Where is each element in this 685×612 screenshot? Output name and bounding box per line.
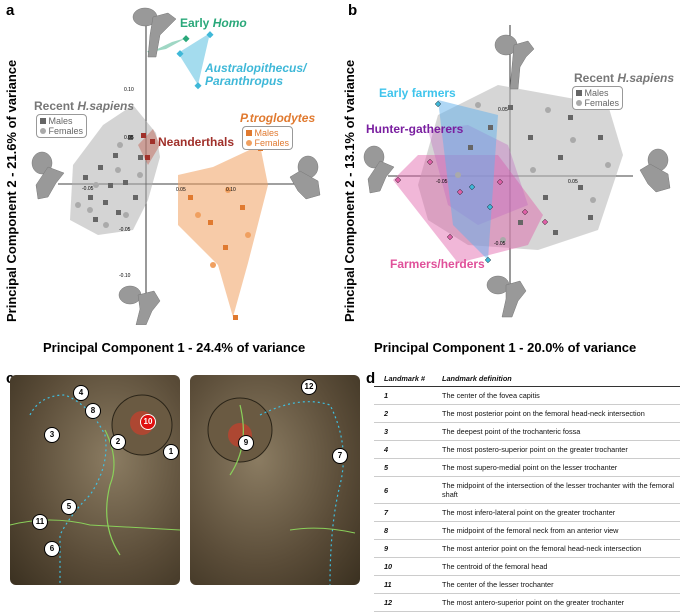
svg-text:0.05: 0.05	[124, 135, 134, 141]
landmark-definition: The most anterior point on the femoral h…	[442, 544, 642, 553]
femur-icon-right-b	[639, 148, 671, 193]
table-row: 8 The midpoint of the femoral neck from a…	[374, 522, 680, 540]
a-tick-x-neg: -0.05	[82, 186, 94, 192]
svg-text:-0.05: -0.05	[494, 241, 506, 247]
panel-b-xlabel: Principal Component 1 - 20.0% of varianc…	[374, 340, 637, 355]
table-row: 6 The midpoint of the intersection of the…	[374, 477, 680, 504]
landmark-marker-8: 8	[85, 403, 101, 419]
panel-a-plot: -0.05 0.05 0.10 0.10 0.05 -0.05 -0.10	[31, 7, 321, 325]
label-ptroglodytes: P.troglodytes	[240, 111, 316, 125]
landmark-definition: The most postero-superior point on the g…	[442, 445, 628, 454]
panel-a-xlabel: Principal Component 1 - 24.4% of varianc…	[43, 340, 306, 355]
label-early-homo: Early Homo	[180, 16, 247, 30]
bone-left-view	[10, 375, 180, 585]
table-row: 12 The most antero-superior point on the …	[374, 594, 680, 612]
landmark-definition: The most antero-superior point on the gr…	[442, 598, 625, 607]
landmark-marker-2: 2	[110, 434, 126, 450]
bone-right-view	[190, 375, 360, 585]
table-row: 9 The most anterior point on the femoral …	[374, 540, 680, 558]
panel-a-ylabel: Principal Component 2 - 21.6% of varianc…	[4, 59, 19, 322]
table-row: 10 The centroid of the femoral head	[374, 558, 680, 576]
landmark-number: 10	[384, 562, 393, 571]
landmark-number: 11	[384, 580, 392, 589]
landmark-marker-12: 12	[301, 379, 317, 395]
landmark-number: 5	[384, 463, 389, 472]
landmark-marker-4: 4	[73, 385, 89, 401]
legend-ptroglodytes: Males Females	[242, 126, 294, 150]
landmark-number: 6	[384, 485, 389, 495]
table-row: 3 The deepest point of the trochanteric f…	[374, 423, 680, 441]
table-header-definition: Landmark definition	[442, 374, 512, 383]
femur-icon-top-a	[132, 7, 177, 58]
landmark-definition: The most infero-lateral point on the gre…	[442, 508, 616, 517]
landmark-number: 12	[384, 598, 393, 607]
table-row: 11 The center of the lesser trochanter	[374, 576, 680, 594]
hull-ptrog	[178, 145, 268, 317]
landmark-definition: The centroid of the femoral head	[442, 562, 548, 571]
svg-text:0.10: 0.10	[226, 187, 236, 193]
label-recent-sapiens-a: Recent H.sapiens	[34, 99, 135, 113]
panel-letter-a: a	[6, 2, 15, 19]
panel-letter-b: b	[348, 2, 358, 19]
panel-b-plot: -0.05 0.05 0.05 -0.05	[363, 25, 671, 318]
landmark-number: 7	[384, 508, 389, 517]
landmark-marker-6: 6	[44, 541, 60, 557]
landmark-number: 9	[384, 544, 389, 553]
svg-text:0.05: 0.05	[176, 187, 186, 193]
label-hunter-gatherers: Hunter-gatherers	[366, 122, 464, 136]
landmark-definition: The most posterior point on the femoral …	[442, 409, 645, 418]
legend-recent-sapiens-a: Males Females	[36, 114, 88, 138]
svg-text:0.05: 0.05	[568, 179, 578, 185]
hull-australo	[178, 33, 210, 85]
landmark-number: 4	[384, 445, 389, 454]
panel-letter-d: d	[366, 370, 376, 387]
panel-b-ylabel: Principal Component 2 - 13.1% of varianc…	[342, 59, 357, 322]
landmark-marker-5: 5	[61, 499, 77, 515]
femur-icon-left-a	[31, 151, 65, 200]
femur-icon-top-b	[494, 34, 535, 90]
landmark-marker-11: 11	[32, 514, 48, 530]
femur-icon-bottom-a	[118, 285, 161, 325]
label-neanderthals: Neanderthals	[158, 135, 235, 149]
landmark-number: 2	[384, 409, 389, 418]
table-row: 5 The most supero-medial point on the les…	[374, 459, 680, 477]
label-early-farmers: Early farmers	[379, 86, 456, 100]
landmark-definition: The midpoint of the femoral neck from an…	[442, 526, 619, 535]
landmark-definition: The midpoint of the intersection of the …	[442, 481, 674, 499]
landmark-marker-10: 10	[140, 414, 156, 430]
legend-recent-sapiens-b: Males Females	[572, 86, 624, 110]
hull-early-farmers	[438, 100, 498, 260]
svg-text:-0.10: -0.10	[119, 273, 131, 279]
femur-icon-right-a	[289, 155, 321, 200]
label-recent-sapiens-b: Recent H.sapiens	[574, 71, 675, 85]
table-row: 7 The most infero-lateral point on the gr…	[374, 504, 680, 522]
landmark-number: 8	[384, 526, 389, 535]
landmark-definition: The center of the fovea capitis	[442, 391, 540, 400]
hull-early-homo	[151, 38, 186, 52]
label-australopithecus: Australopithecus/Paranthropus	[205, 61, 307, 88]
landmark-number: 3	[384, 427, 389, 436]
landmark-marker-3: 3	[44, 427, 60, 443]
table-header: Landmark # Landmark definition	[374, 374, 680, 387]
svg-text:0.10: 0.10	[124, 87, 134, 93]
landmark-definition: The center of the lesser trochanter	[442, 580, 554, 589]
table-row: 2 The most posterior point on the femoral…	[374, 405, 680, 423]
svg-text:-0.05: -0.05	[436, 179, 448, 185]
femur-icon-left-b	[363, 145, 395, 194]
landmark-marker-7: 7	[332, 448, 348, 464]
femur-icon-bottom-b	[486, 275, 527, 318]
landmark-marker-1: 1	[163, 444, 179, 460]
landmark-number: 1	[384, 391, 389, 400]
svg-text:-0.05: -0.05	[119, 227, 131, 233]
table-row: 4 The most postero-superior point on the …	[374, 441, 680, 459]
landmark-marker-9: 9	[238, 435, 254, 451]
svg-text:0.05: 0.05	[498, 107, 508, 113]
landmark-definition: The most supero-medial point on the less…	[442, 463, 618, 472]
label-farmers-herders: Farmers/herders	[390, 257, 485, 271]
table-header-landmark-num: Landmark #	[384, 374, 425, 383]
landmark-definition: The deepest point of the trochanteric fo…	[442, 427, 581, 436]
table-row: 1 The center of the fovea capitis	[374, 387, 680, 405]
